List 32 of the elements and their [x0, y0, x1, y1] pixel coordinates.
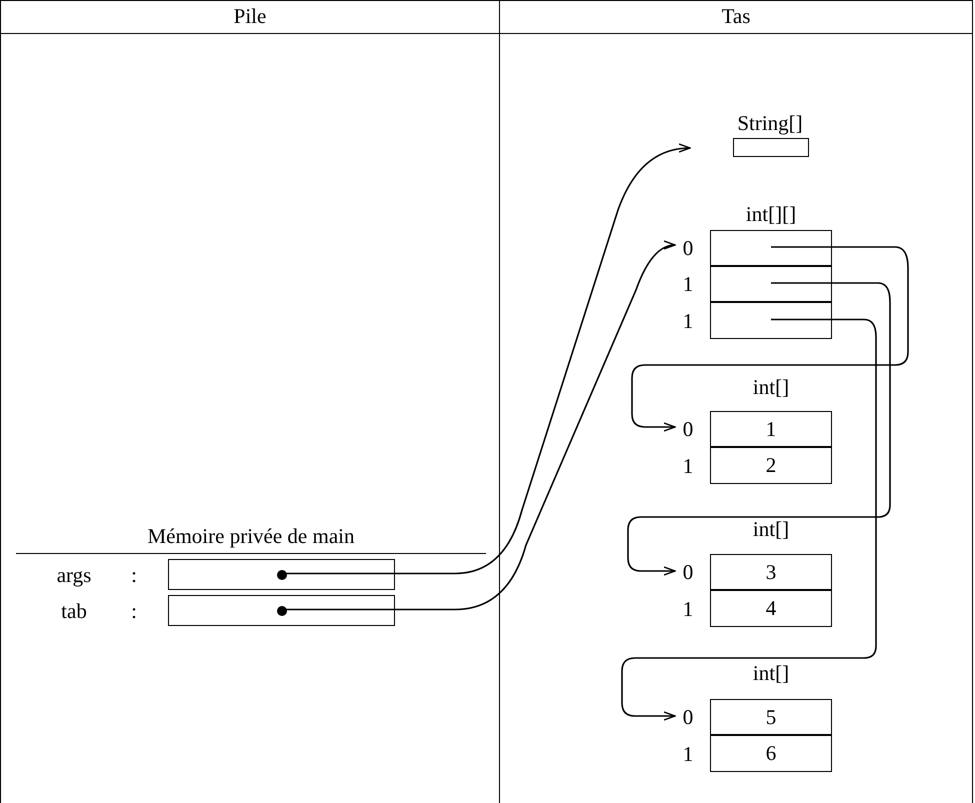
- index-label: 1: [682, 310, 694, 332]
- cell-value: 6: [766, 743, 776, 764]
- variable-label: tab: [60, 600, 88, 622]
- pointer-arrow: [631, 246, 909, 432]
- index-label: 1: [682, 598, 694, 620]
- type-label: int[]: [752, 519, 790, 540]
- type-label: int[][]: [744, 204, 798, 225]
- memory-column: [500, 0, 973, 803]
- cell-value: 1: [766, 418, 776, 440]
- index-label: 1: [682, 274, 694, 295]
- frame-title: Mémoire privée de main: [16, 523, 486, 554]
- memory-column: [0, 0, 500, 803]
- pointer-arrow: [627, 282, 891, 576]
- type-label: int[]: [752, 663, 790, 684]
- cell-value: 4: [766, 598, 776, 619]
- column-header: Pile: [1, 1, 499, 34]
- type-label: int[]: [752, 377, 790, 398]
- index-label: 0: [682, 419, 694, 440]
- pointer-arrow: [621, 318, 877, 721]
- variable-label: args: [56, 564, 92, 586]
- index-label: 1: [682, 456, 694, 476]
- cell-value: 5: [766, 706, 776, 728]
- index-label: 0: [682, 238, 694, 259]
- cell-value: 3: [766, 562, 776, 582]
- index-label: 0: [682, 562, 694, 583]
- variable-label: :: [130, 564, 138, 586]
- type-label: String[]: [736, 113, 804, 134]
- variable-label: :: [130, 600, 138, 622]
- index-label: 1: [682, 744, 694, 764]
- cell-value: 2: [766, 455, 776, 476]
- index-label: 0: [682, 707, 694, 728]
- column-header: Tas: [500, 1, 972, 34]
